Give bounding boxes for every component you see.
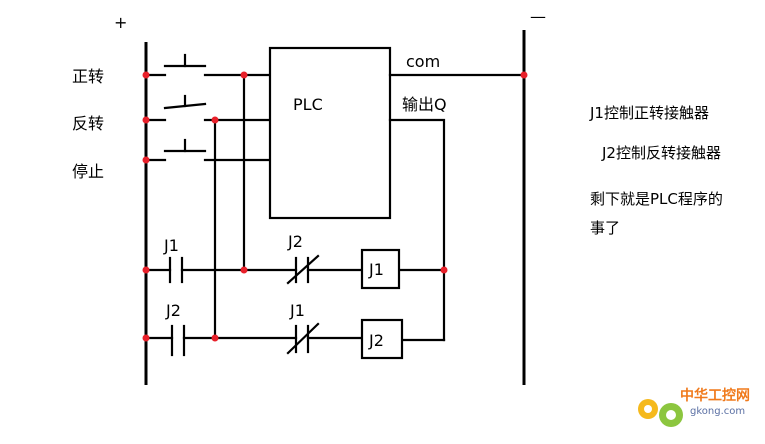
junction-dot <box>211 334 219 342</box>
note-line-4: 事了 <box>590 219 620 237</box>
junction-dot <box>211 116 219 124</box>
output-wire <box>388 118 446 342</box>
stop-push-button <box>144 138 272 162</box>
junction-dot <box>142 156 150 164</box>
j1-rung <box>144 254 446 285</box>
junction-dot <box>142 116 150 124</box>
j2-coil-label: J2 <box>368 331 384 350</box>
j1-contact-label: J1 <box>163 236 179 255</box>
watermark-name: 中华工控网 <box>680 387 750 404</box>
watermark: 中华工控网 gkong.com <box>638 387 750 427</box>
note-line-3: 剩下就是PLC程序的 <box>590 190 723 208</box>
plc-box <box>268 46 392 220</box>
stop-button-label: 停止 <box>72 162 104 181</box>
junction-dot <box>240 71 248 79</box>
j2-contact-label: J2 <box>165 301 181 320</box>
positive-symbol: + <box>114 13 127 32</box>
junction-dots <box>142 71 528 342</box>
forward-button-label: 正转 <box>72 67 104 86</box>
watermark-url: gkong.com <box>690 406 745 417</box>
reverse-button-label: 反转 <box>72 114 104 133</box>
output-label: 输出Q <box>402 95 447 114</box>
junction-dot <box>142 266 150 274</box>
j1-coil-label: J1 <box>368 260 384 279</box>
j2-coil <box>360 318 404 360</box>
j1-nc-contact-label: J1 <box>289 301 305 320</box>
junction-dot <box>440 266 448 274</box>
j2-nc-contact-label: J2 <box>287 232 303 251</box>
j1-coil <box>360 248 401 290</box>
plc-label: PLC <box>293 95 323 114</box>
forward-push-button <box>144 53 272 77</box>
gear-icon <box>638 399 683 427</box>
j2-rung <box>144 322 446 357</box>
com-label: com <box>406 52 440 71</box>
note-line-2: J2控制反转接触器 <box>601 144 721 162</box>
junction-dot <box>240 266 248 274</box>
junction-dot <box>142 334 150 342</box>
junction-dot <box>142 71 150 79</box>
note-line-1: J1控制正转接触器 <box>589 104 709 122</box>
junction-dot <box>520 71 528 79</box>
reverse-push-button <box>144 94 272 122</box>
negative-symbol: — <box>530 7 546 26</box>
